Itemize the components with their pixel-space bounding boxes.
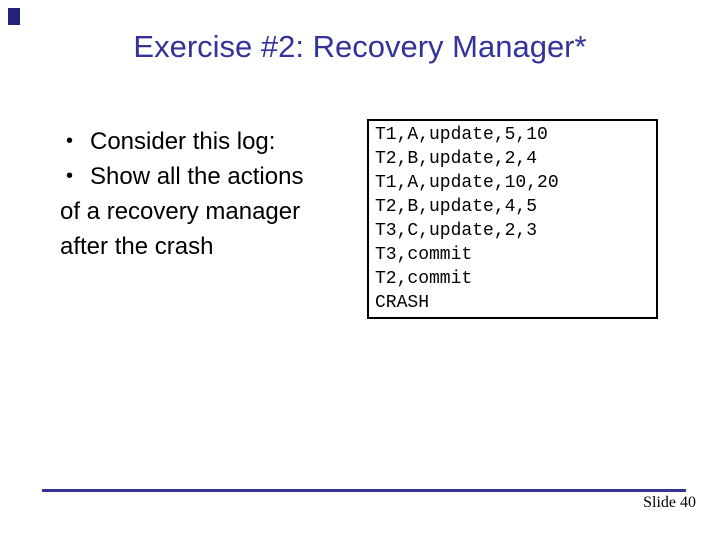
bullet-marker: • xyxy=(66,130,74,152)
bullet-text: Show all the actions xyxy=(90,163,304,190)
log-line: T3,C,update,2,3 xyxy=(375,221,538,241)
log-line: T2,B,update,2,4 xyxy=(375,149,538,169)
bullet-marker: • xyxy=(66,165,74,187)
bullet-item: • Consider this log: xyxy=(60,124,370,159)
bullet-wrap-line: after the crash xyxy=(60,233,214,260)
bullet-list: • Consider this log: • Show all the acti… xyxy=(60,124,370,264)
log-box: T1,A,update,5,10 T2,B,update,2,4 T1,A,up… xyxy=(367,119,658,319)
footer-divider xyxy=(42,489,686,492)
slide-title: Exercise #2: Recovery Manager* xyxy=(133,29,587,64)
bullet-text: Consider this log: xyxy=(90,128,276,155)
log-line: T1,A,update,10,20 xyxy=(375,173,559,193)
log-line: T2,B,update,4,5 xyxy=(375,197,538,217)
slide-number: Slide 40 xyxy=(643,494,696,511)
log-line: T1,A,update,5,10 xyxy=(375,125,548,145)
corner-marker xyxy=(8,8,20,25)
log-line: T2,commit xyxy=(375,269,473,289)
log-line: T3,commit xyxy=(375,245,473,265)
bullet-item: • Show all the actions xyxy=(60,159,370,194)
bullet-wrap-line: of a recovery manager xyxy=(60,198,301,225)
log-line: CRASH xyxy=(375,293,430,313)
